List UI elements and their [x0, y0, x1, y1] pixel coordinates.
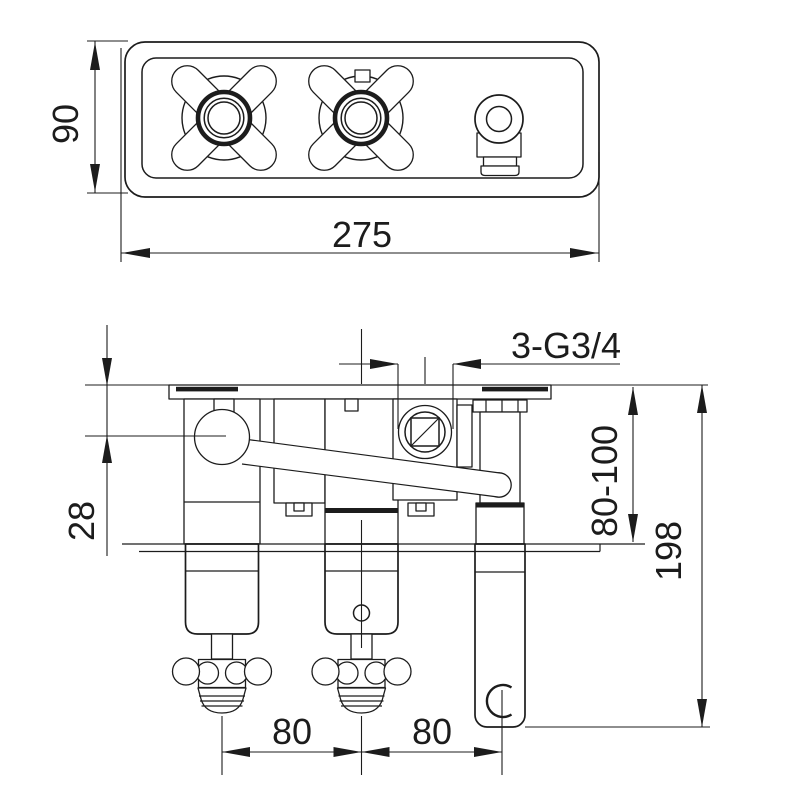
- plan-view: 90 275: [45, 40, 600, 262]
- dimension-install-height: 198: [525, 385, 710, 728]
- dimension-plate-height: 90: [45, 40, 128, 194]
- plate-height-label: 90: [45, 104, 86, 144]
- hand-shower-outlet-plan: [474, 94, 524, 177]
- threaded-stub-right: [407, 502, 435, 517]
- inlet-port-symbol: [397, 404, 453, 460]
- wall-depth-label: 80-100: [584, 425, 625, 537]
- threaded-stub-left: [285, 502, 313, 517]
- side-bracket: [456, 404, 473, 468]
- dimension-spacing: 80 80: [221, 690, 503, 775]
- dimension-wall-depth: 80-100: [584, 387, 638, 542]
- hand-shower-holder: [474, 543, 526, 728]
- wall-surface-lines: [122, 543, 645, 553]
- connections-label: 3-G3/4: [511, 325, 621, 366]
- handle-index-tab: [354, 69, 371, 83]
- left-valve-cartridge: [193, 408, 251, 466]
- dimension-plate-projection: 28: [61, 325, 112, 556]
- dimension-plate-width: 275: [120, 48, 600, 262]
- mounting-plate: [168, 384, 552, 400]
- plate-width-label: 275: [332, 214, 392, 255]
- shower-hook: [485, 683, 513, 719]
- plate-projection-label: 28: [61, 501, 102, 541]
- install-height-label: 198: [648, 521, 689, 581]
- diagonal-pipe: [241, 438, 512, 498]
- left-handle-side: [171, 543, 273, 714]
- side-view: 28 3-G3/4 80-100 198: [61, 325, 710, 775]
- spacing-left-label: 80: [272, 711, 312, 752]
- dimension-connections: 3-G3/4: [339, 325, 621, 429]
- spacing-right-label: 80: [412, 711, 452, 752]
- trim-plate-inner: [141, 57, 584, 179]
